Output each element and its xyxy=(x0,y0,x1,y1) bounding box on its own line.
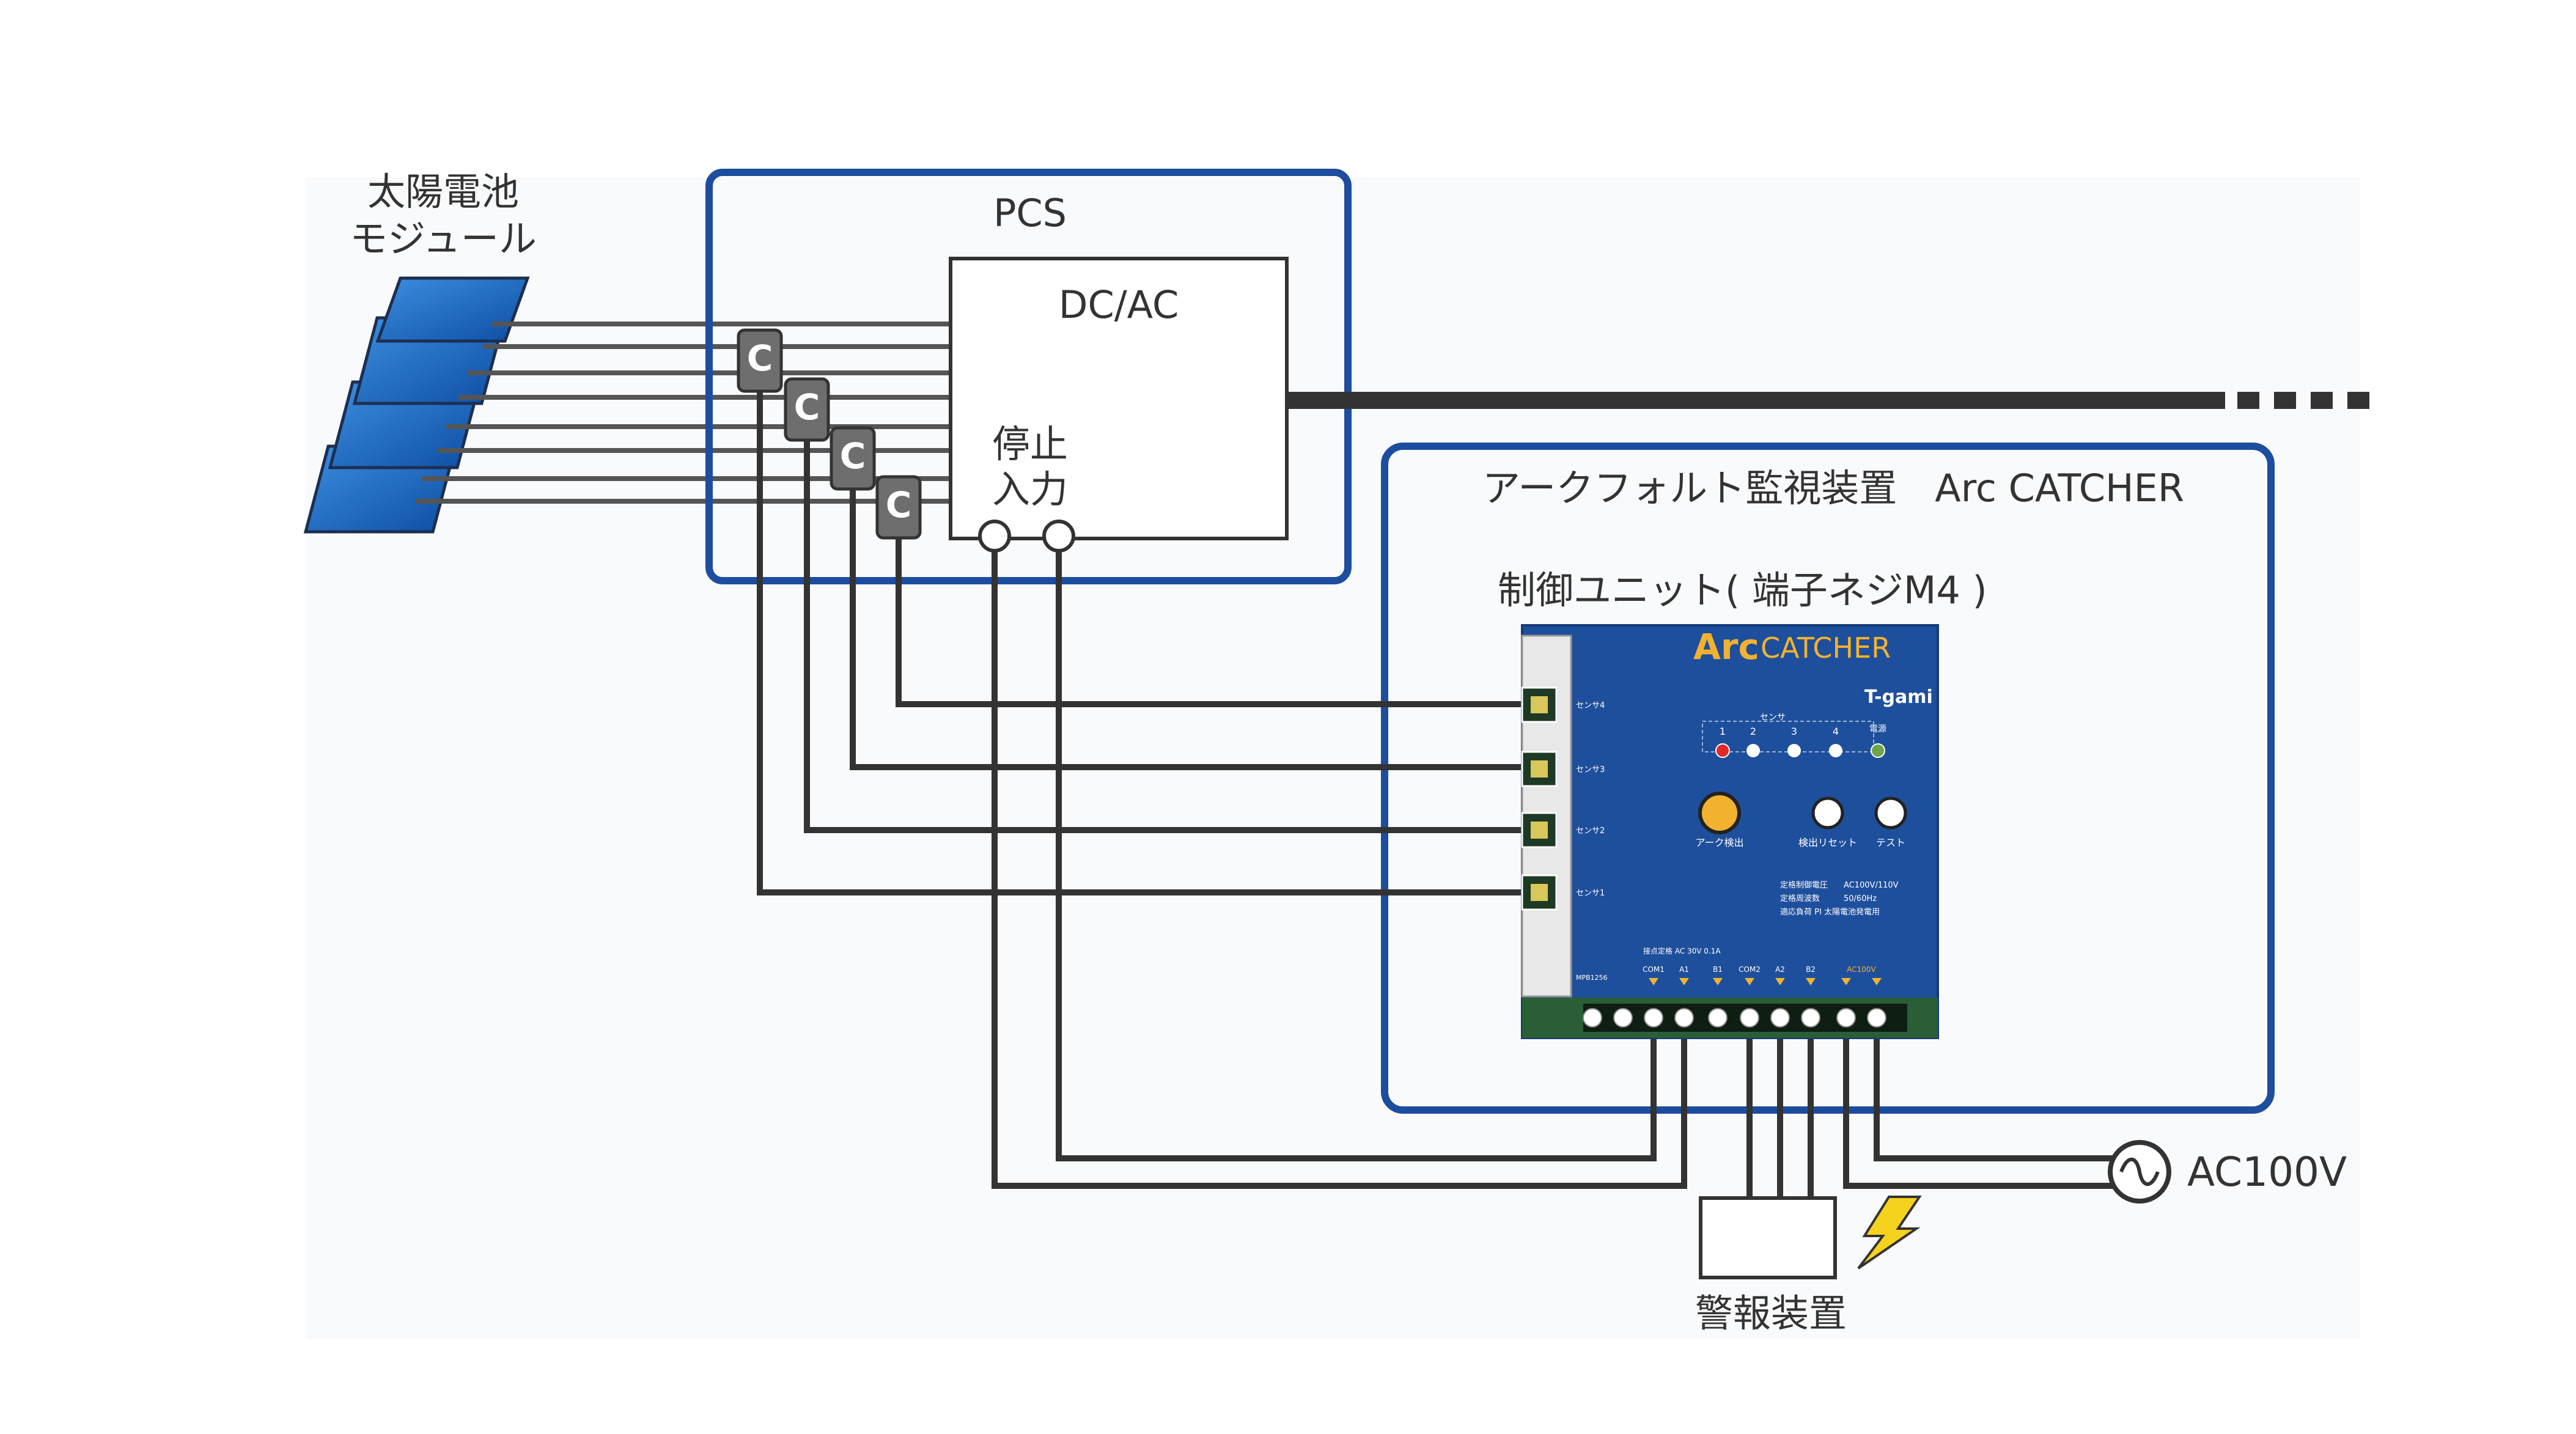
sensor-wires xyxy=(757,391,1534,895)
power-label: 電源 xyxy=(1869,724,1886,734)
stop-input-label-line2: 入力 xyxy=(992,467,1068,512)
reset-label: 検出リセット xyxy=(1798,837,1857,848)
ac-source-icon xyxy=(2108,1140,2171,1204)
svg-text:C: C xyxy=(886,484,912,526)
terminal-header: 接点定格 AC 30V 0.1A xyxy=(1643,946,1721,955)
diagram-background xyxy=(306,177,2360,1339)
spec-line-2: 定格周波数 50/60Hz xyxy=(1780,894,1877,903)
brand-arc: Arc xyxy=(1693,626,1759,667)
reset-button xyxy=(1811,796,1844,829)
pcs-frame xyxy=(705,169,1352,584)
solar-label-line2: モジュール xyxy=(350,216,537,261)
test-button xyxy=(1874,796,1907,829)
sensor-connector-4: センサ4 xyxy=(1521,686,1605,723)
ac100v-wires xyxy=(1843,1027,2115,1189)
terminal-label-ac100v: AC100V xyxy=(1847,965,1876,974)
sensor-connector-3: センサ3 xyxy=(1521,751,1605,787)
spec-line-1: 定格制御電圧 AC100V/110V xyxy=(1780,880,1899,890)
terminal-label-b1: B1 xyxy=(1713,965,1723,974)
led-power xyxy=(1871,743,1885,758)
stop-terminal-2 xyxy=(1042,520,1075,553)
current-sensor-icon: C xyxy=(784,377,830,442)
stop-terminal-1 xyxy=(978,520,1011,553)
alarm-wires xyxy=(1746,1027,1814,1198)
monitor-title: アークフォルト監視装置 Arc CATCHER xyxy=(1482,466,2184,510)
sensor-input-label-2: センサ2 xyxy=(1576,826,1605,836)
sensor-input-label-3: センサ3 xyxy=(1576,765,1605,774)
led-number-4: 4 xyxy=(1833,726,1839,737)
sensor-header: センサ xyxy=(1760,713,1786,723)
svg-text:C: C xyxy=(794,386,820,428)
stop-input-wires xyxy=(992,547,1687,1189)
led-sensor-4 xyxy=(1829,744,1842,757)
solar-label-line1: 太陽電池 xyxy=(367,169,519,214)
terminal-label-com2: COM2 xyxy=(1739,965,1761,974)
led-sensor-2 xyxy=(1746,744,1760,757)
alarm-label: 警報装置 xyxy=(1695,1291,1847,1336)
led-sensor-1 xyxy=(1715,743,1730,758)
test-label: テスト xyxy=(1876,837,1905,848)
current-sensor-icon: C xyxy=(875,475,922,540)
control-unit-device: Arc CATCHER T-gami センサ 1 2 3 4 電源 アーク検出 … xyxy=(1521,624,1939,1039)
led-sensor-3 xyxy=(1787,744,1801,757)
dcac-label: DC/AC xyxy=(1059,282,1179,327)
solar-panel-icon xyxy=(375,276,530,343)
led-number-1: 1 xyxy=(1720,726,1726,737)
svg-text:C: C xyxy=(747,337,773,379)
spec-line-3: 適応負荷 PI 太陽電池発電用 xyxy=(1780,907,1880,917)
pcs-label: PCS xyxy=(993,191,1067,235)
arc-detect-label: アーク検出 xyxy=(1695,837,1743,848)
maker-logo: T-gami xyxy=(1864,686,1933,708)
terminal-arrows xyxy=(1649,978,1882,985)
terminal-label-a1: A1 xyxy=(1679,965,1689,974)
sensor-input-label-1: センサ1 xyxy=(1576,889,1605,898)
model-number: MPB1256 xyxy=(1576,974,1608,982)
arc-detect-button xyxy=(1698,792,1741,834)
current-sensor-icon: C xyxy=(830,426,876,491)
arc-catcher-frame xyxy=(1381,443,2275,1114)
current-sensor-icon: C xyxy=(737,328,783,393)
stop-input-label-line1: 停止 xyxy=(992,422,1068,466)
ac100v-label: AC100V xyxy=(2187,1149,2347,1196)
sensor-connector-2: センサ2 xyxy=(1521,812,1605,848)
control-unit-title: 制御ユニット( 端子ネジM4 ) xyxy=(1498,568,1987,612)
solar-module-group: 太陽電池 モジュール xyxy=(303,169,537,534)
terminal-label-a2: A2 xyxy=(1775,965,1785,974)
svg-text:C: C xyxy=(840,435,866,477)
terminal-screws xyxy=(1583,1008,1886,1028)
brand-catcher: CATCHER xyxy=(1761,631,1891,664)
lightning-icon xyxy=(1857,1196,1922,1270)
led-number-3: 3 xyxy=(1791,726,1797,737)
sensor-connector-1: センサ1 xyxy=(1521,874,1605,911)
led-number-2: 2 xyxy=(1750,726,1756,737)
sensor-input-label-4: センサ4 xyxy=(1576,701,1605,710)
ac-output-continuation xyxy=(2237,392,2369,409)
alarm-device-box xyxy=(1699,1196,1837,1279)
dcac-box xyxy=(949,257,1289,540)
terminal-label-b2: B2 xyxy=(1806,965,1816,974)
terminal-label-com1: COM1 xyxy=(1643,965,1665,974)
